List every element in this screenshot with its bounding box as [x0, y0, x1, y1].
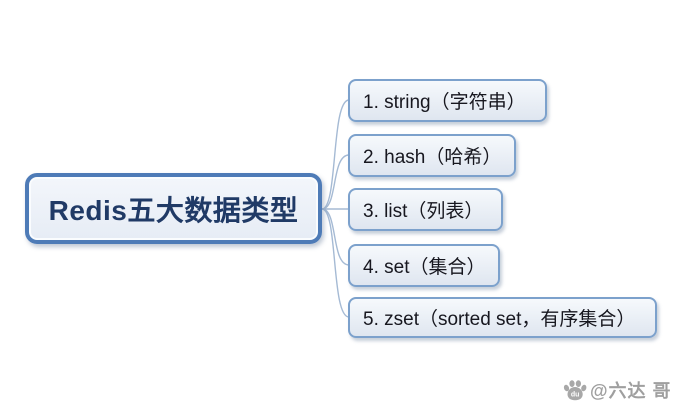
child-node-list: 3. list（列表） [348, 188, 503, 231]
child-node-string: 1. string（字符串） [348, 79, 547, 122]
watermark-text: @六达 哥 [590, 381, 672, 401]
watermark: du @六达 哥 [562, 377, 672, 403]
connector-hash [321, 154, 350, 210]
child-node-label: 5. zset（sorted set，有序集合） [363, 309, 636, 330]
child-node-zset: 5. zset（sorted set，有序集合） [348, 297, 657, 338]
baidu-paw-icon: du [563, 380, 587, 401]
connector-zset [321, 208, 350, 318]
child-node-label: 1. string（字符串） [363, 92, 526, 113]
root-node-redis-data-types: Redis五大数据类型 [25, 173, 322, 244]
connector-string [321, 99, 350, 210]
paw-icon-label: du [571, 392, 580, 399]
child-node-label: 4. set（集合） [363, 257, 486, 278]
connector-set [321, 208, 350, 266]
child-node-hash: 2. hash（哈希） [348, 134, 516, 177]
child-node-set: 4. set（集合） [348, 244, 500, 287]
child-node-label: 3. list（列表） [363, 201, 484, 222]
root-node-label: Redis五大数据类型 [48, 194, 299, 226]
child-node-label: 2. hash（哈希） [363, 147, 502, 168]
